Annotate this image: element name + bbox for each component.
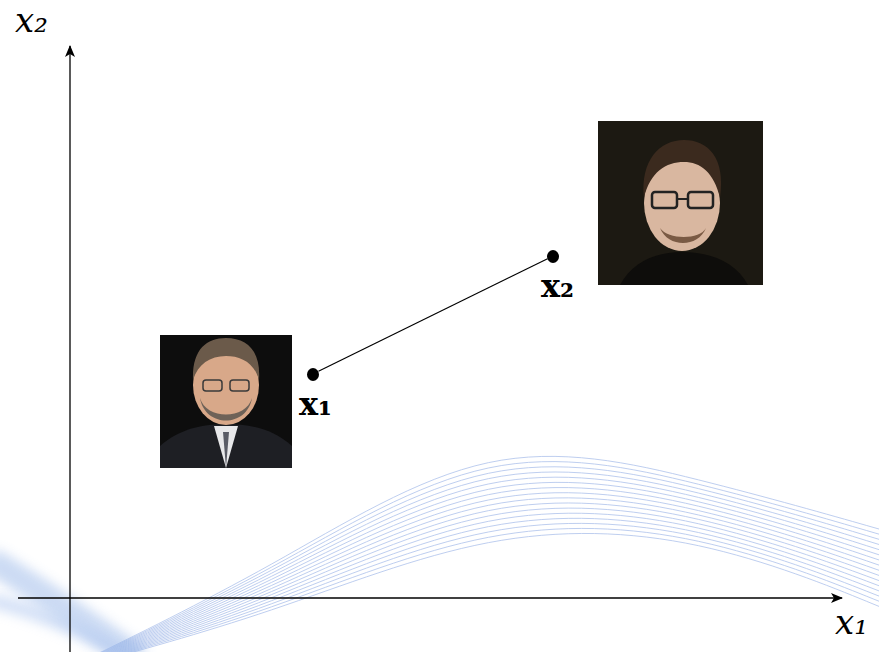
decorative-wave	[60, 472, 879, 652]
decorative-wave	[60, 528, 879, 652]
decorative-wave	[60, 488, 879, 652]
portrait-photo	[598, 121, 763, 285]
axis-label: x₂	[12, 2, 51, 38]
axis-label: x₁	[832, 604, 871, 640]
vertical-axis	[69, 46, 70, 652]
horizontal-axis	[18, 597, 842, 598]
decorative-wave	[60, 467, 879, 652]
point-label: x₂	[541, 270, 574, 302]
point-label: x₁	[299, 388, 332, 420]
decorative-wave	[60, 533, 879, 652]
decorative-wave	[60, 462, 879, 652]
decorative-wave	[60, 456, 879, 652]
decorative-wave	[60, 482, 879, 652]
decorative-wave	[60, 513, 879, 652]
decorative-swath	[0, 600, 130, 652]
data-point: x₁	[307, 368, 319, 381]
decorative-wave	[60, 477, 879, 652]
decorative-waves	[60, 456, 879, 652]
data-point: x₂	[547, 250, 559, 263]
decorative-wave	[60, 503, 879, 652]
decorative-wave	[60, 493, 879, 652]
decorative-wave	[60, 498, 879, 652]
segment-line	[318, 259, 547, 372]
decorative-wave	[60, 508, 879, 652]
portrait-photo	[160, 335, 292, 468]
decorative-wave	[60, 518, 879, 652]
decorative-wave	[60, 523, 879, 652]
